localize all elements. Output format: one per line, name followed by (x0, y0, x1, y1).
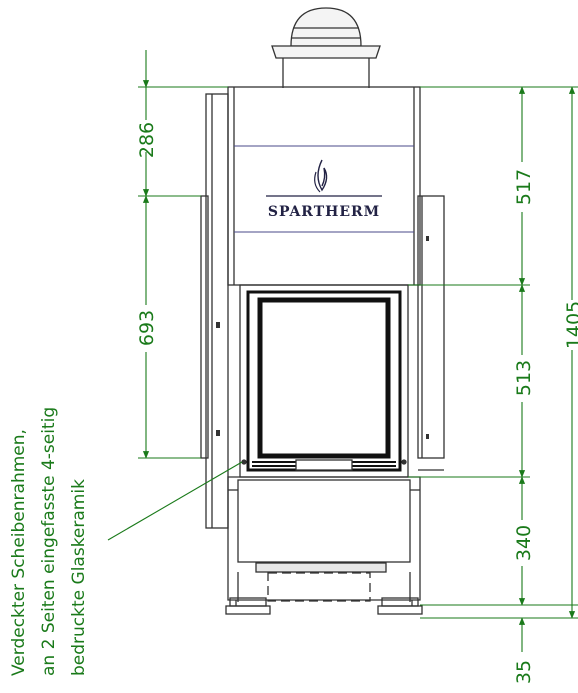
right-side-panel (417, 195, 445, 471)
left-dimensions (138, 50, 228, 459)
note-line-2: an 2 Seiten eingefasste 4-seitig (39, 407, 59, 676)
brand-name: SPARTHERM (268, 204, 380, 220)
note-line-1: Verdeckter Scheibenrahmen, (9, 429, 29, 676)
spartherm-logo: SPARTHERM (266, 159, 382, 220)
dim-35: 35 (513, 660, 535, 684)
side-latches (216, 236, 429, 439)
dim-286: 286 (136, 122, 158, 158)
dim-693: 693 (136, 310, 158, 346)
feet (225, 597, 423, 615)
dim-340: 340 (513, 525, 535, 561)
flue-collar (271, 7, 381, 88)
dim-513: 513 (513, 360, 535, 396)
glass-note: Verdeckter Scheibenrahmen, an 2 Seiten e… (9, 407, 89, 676)
base (227, 476, 421, 602)
right-dimensions (408, 86, 578, 652)
dim-517: 517 (513, 169, 535, 205)
dim-1405: 1405 (563, 301, 578, 349)
fireplace (200, 7, 445, 615)
hood (227, 86, 421, 286)
note-line-3: bedruckte Glaskeramik (69, 479, 89, 676)
door-frame (239, 284, 409, 478)
left-side-panel (200, 93, 229, 529)
leader-line (107, 461, 243, 541)
